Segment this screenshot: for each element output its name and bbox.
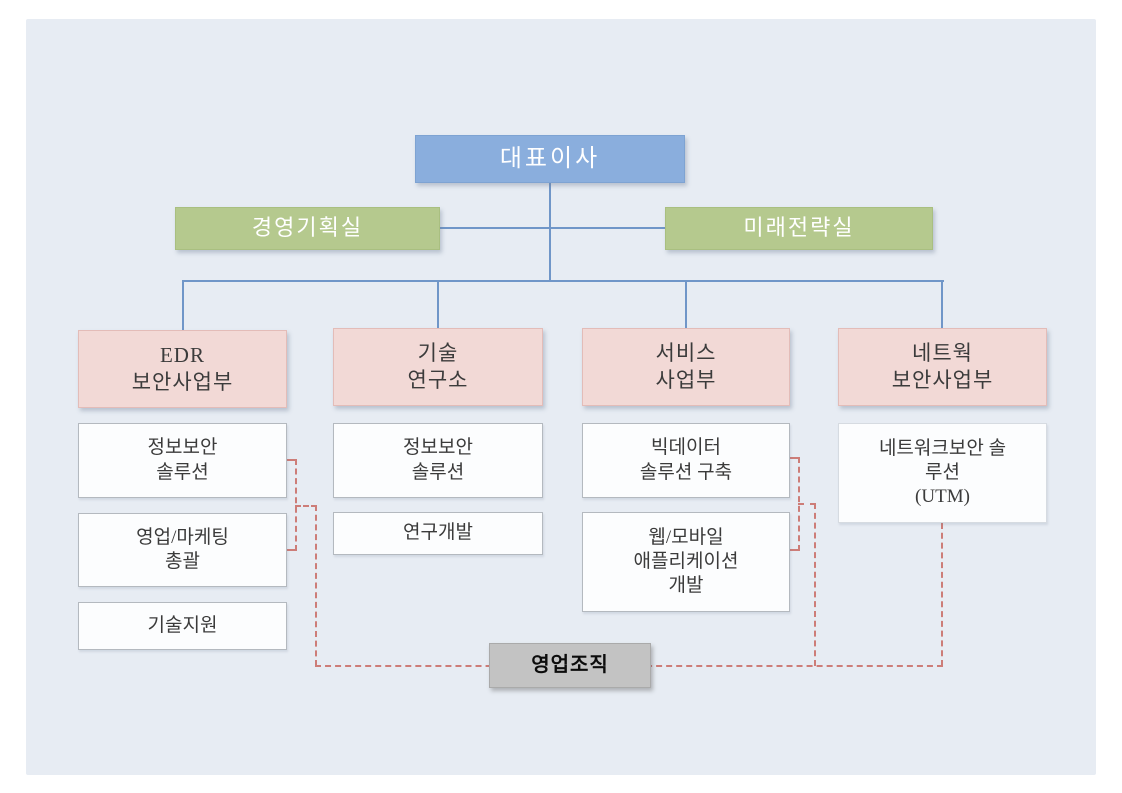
dashed-vertical-network — [941, 523, 943, 666]
node-tech-infosec-solution: 정보보안 솔루션 — [333, 423, 543, 498]
node-ceo: 대표이사 — [415, 135, 685, 183]
dashed-stub-edr-sub2 — [287, 549, 297, 551]
node-division-network-security: 네트웍 보안사업부 — [838, 328, 1047, 406]
node-division-tech-lab: 기술 연구소 — [333, 328, 543, 406]
connector-main-horizontal — [182, 280, 944, 282]
node-planning-office: 경영기획실 — [175, 207, 440, 250]
node-future-strategy-office: 미래전략실 — [665, 207, 933, 250]
connector-drop-service — [685, 280, 687, 328]
node-service-web-mobile-dev: 웹/모바일 애플리케이션 개발 — [582, 512, 790, 612]
node-service-bigdata-solution: 빅데이터 솔루션 구축 — [582, 423, 790, 498]
connector-staff-horizontal — [440, 227, 665, 229]
connector-drop-edr — [182, 280, 184, 330]
connector-drop-tech — [437, 280, 439, 328]
node-edr-infosec-solution: 정보보안 솔루션 — [78, 423, 287, 498]
dashed-long-vertical-left — [315, 505, 317, 666]
node-tech-rnd: 연구개발 — [333, 512, 543, 555]
dashed-stub-service-sub2 — [790, 549, 800, 551]
node-division-edr-security: EDR 보안사업부 — [78, 330, 287, 408]
dashed-junction-service — [798, 503, 816, 505]
dashed-junction-edr — [295, 505, 317, 507]
connector-drop-network — [941, 280, 943, 328]
dashed-stub-edr-sub1 — [287, 459, 297, 461]
dashed-long-vertical-right — [814, 503, 816, 666]
node-edr-tech-support: 기술지원 — [78, 602, 287, 650]
node-division-service: 서비스 사업부 — [582, 328, 790, 406]
node-edr-sales-marketing: 영업/마케팅 총괄 — [78, 513, 287, 587]
node-network-utm-solution: 네트워크보안 솔 루션 (UTM) — [838, 423, 1047, 523]
connector-ceo-drop — [549, 183, 551, 280]
node-sales-organization: 영업조직 — [489, 643, 651, 688]
dashed-stub-service-sub1 — [790, 457, 800, 459]
